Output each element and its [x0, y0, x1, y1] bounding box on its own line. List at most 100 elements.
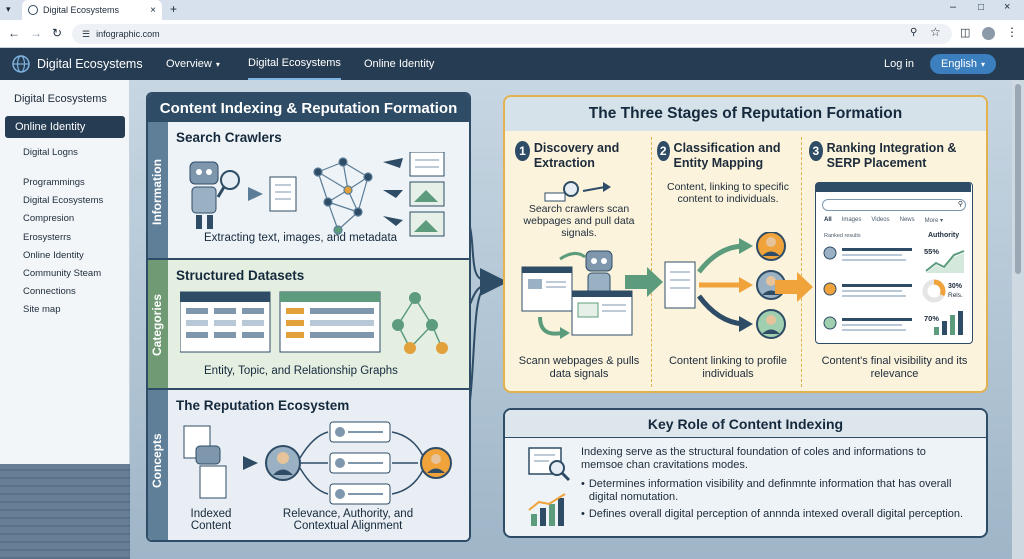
stage-2-entity-mapping-illustration: [664, 232, 786, 339]
nav-overview[interactable]: Overview▾: [166, 48, 220, 80]
close-window-icon[interactable]: ×: [1004, 1, 1011, 13]
section-label-information: Information: [150, 159, 164, 225]
document-search-icon: [528, 447, 571, 482]
tab-title: Digital Ecosystems: [43, 5, 120, 15]
scrollbar-thumb[interactable]: [1015, 84, 1021, 274]
stage-1-title: 1 Discovery and Extraction: [515, 141, 645, 171]
stage-1-text: Search crawlers scan webpages and pull d…: [523, 203, 635, 240]
sidebar-item[interactable]: Digital Logns: [23, 147, 78, 158]
browser-tab-strip: ▾ Digital Ecosystems × + – □ ×: [0, 0, 1024, 20]
tab-search-icon[interactable]: ▾: [6, 4, 11, 14]
bullet-text: Defines overall digital perception of an…: [588, 508, 964, 520]
sidebar-active-label: Online Identity: [15, 121, 86, 133]
sidebar-item[interactable]: Programmings: [23, 177, 85, 188]
sidebar-item[interactable]: Digital Ecosystems: [23, 195, 104, 206]
globe-logo-icon: [12, 55, 30, 73]
serp-third-pct: 70%: [924, 314, 940, 323]
document-icon: [269, 176, 297, 212]
serp-results-illustration: [823, 246, 965, 335]
menu-kebab-icon[interactable]: ⋮: [1006, 25, 1018, 39]
profile-avatar[interactable]: [982, 27, 995, 40]
new-tab-icon[interactable]: +: [170, 2, 178, 16]
nav-digital-ecosystems[interactable]: Digital Ecosystems: [248, 48, 341, 80]
key-role-header: Key Role of Content Indexing: [505, 410, 986, 438]
serp-rels-pct: 30%: [948, 283, 963, 290]
serp-mockup: ⚲ All Images Videos News More ▾ Ranked r…: [815, 182, 973, 344]
section-label-bar: [148, 122, 168, 258]
sidebar-item[interactable]: Online Identity: [23, 250, 84, 261]
robot-icon: [189, 161, 219, 229]
stage-1-magnifier-icon: [544, 181, 611, 202]
serp-tab-more: More ▾: [924, 218, 943, 224]
sidebar-item-active[interactable]: Online Identity: [5, 116, 125, 138]
bookmark-star-icon[interactable]: ☆: [930, 25, 941, 39]
stage-title-text: Ranking Integration & SERP Placement: [826, 141, 957, 170]
minimize-icon[interactable]: –: [950, 1, 957, 13]
nav-online-identity[interactable]: Online Identity: [364, 58, 435, 70]
magnifier-icon: [216, 170, 240, 198]
close-tab-icon[interactable]: ×: [150, 4, 156, 16]
search-crawlers-heading: Search Crawlers: [176, 130, 282, 145]
brand-name[interactable]: Digital Ecosystems: [37, 57, 143, 71]
sidebar: Digital Ecosystems Online Identity Digit…: [0, 80, 130, 559]
forward-icon[interactable]: →: [30, 26, 42, 40]
section-categories: Categories Structured Datasets Entity, T…: [148, 260, 469, 390]
serp-window-bar: [816, 183, 971, 192]
nav-overview-label: Overview: [166, 58, 212, 70]
restore-icon[interactable]: □: [978, 2, 985, 13]
stage-3-bottom-text: Content's final visibility and its relev…: [821, 355, 968, 380]
reputation-ecosystem-heading: The Reputation Ecosystem: [176, 398, 350, 413]
sidebar-heading[interactable]: Digital Ecosystems: [14, 93, 107, 105]
url-field[interactable]: ☰ infographic.com: [72, 24, 952, 44]
output-doc-icons: [409, 152, 445, 237]
language-selector[interactable]: English▾: [930, 54, 996, 74]
stage-number: 1: [515, 141, 530, 161]
login-link[interactable]: Log in: [884, 58, 914, 70]
section-label-categories: Categories: [150, 293, 164, 357]
reload-icon[interactable]: ↻: [52, 26, 63, 40]
page-scrollbar[interactable]: [1012, 80, 1024, 559]
sidebar-item[interactable]: Compresion: [23, 213, 75, 224]
growth-chart-icon: [528, 493, 566, 526]
reputation-flow-illustration: [183, 421, 452, 505]
stage-title-text: Discovery and Extraction: [533, 141, 620, 170]
stage-number: 3: [809, 141, 823, 161]
network-graph-icon: [313, 157, 373, 235]
three-stages-panel: The Three Stages of Reputation Formation…: [503, 95, 988, 393]
bullet-dot-icon: •: [581, 508, 585, 520]
stage-2-bottom-text: Content linking to profile individuals: [668, 355, 787, 380]
dataset-tables-illustration: [180, 291, 448, 354]
stages-header: The Three Stages of Reputation Formation: [505, 97, 986, 131]
stage-2-text: Content, linking to specific content to …: [667, 181, 789, 206]
serp-search-box: ⚲: [822, 199, 966, 211]
serp-rels-label: Rels.: [948, 292, 963, 299]
site-info-icon[interactable]: ☰: [82, 28, 91, 39]
key-role-panel: Key Role of Content Indexing Indexing se…: [503, 408, 988, 538]
serp-results-label: Ranked results: [824, 233, 861, 239]
serp-tabs: All Images Videos News More ▾: [824, 217, 969, 224]
serp-authority-pct: 55%: [924, 247, 940, 256]
stage-number: 2: [657, 141, 670, 161]
stage-divider: [801, 137, 802, 387]
content-indexing-panel: Content Indexing & Reputation Formation …: [146, 92, 471, 542]
sidebar-item[interactable]: Site map: [23, 304, 61, 315]
serp-authority-label: Authority: [928, 232, 960, 239]
stage-1-crawler-illustration: [521, 250, 633, 339]
stage-1-bottom-text: Scann webpages & pulls data signals: [518, 355, 640, 380]
globe-icon: [28, 5, 38, 15]
relevance-caption: Relevance, Authority, and Contextual Ali…: [282, 508, 414, 532]
stage-3-title: 3 Ranking Integration & SERP Placement: [809, 141, 985, 171]
stage-divider: [651, 137, 652, 387]
browser-tab[interactable]: Digital Ecosystems ×: [22, 0, 162, 20]
section-label-concepts: Concepts: [150, 433, 164, 489]
search-crawlers-caption: Extracting text, images, and metadata: [204, 232, 398, 244]
section-label-bar: [148, 260, 168, 388]
sidebar-item[interactable]: Erosysterrs: [23, 232, 72, 243]
indexed-content-caption: Indexed Content: [190, 508, 232, 532]
site-navbar: Digital Ecosystems Overview▾ Digital Eco…: [0, 48, 1024, 80]
sidebar-item[interactable]: Connections: [23, 286, 76, 297]
zoom-icon[interactable]: ⚲: [910, 27, 918, 38]
back-icon[interactable]: ←: [8, 26, 20, 40]
sidebar-item[interactable]: Community Steam: [23, 268, 102, 279]
sidepanel-icon[interactable]: ◫: [960, 27, 971, 39]
